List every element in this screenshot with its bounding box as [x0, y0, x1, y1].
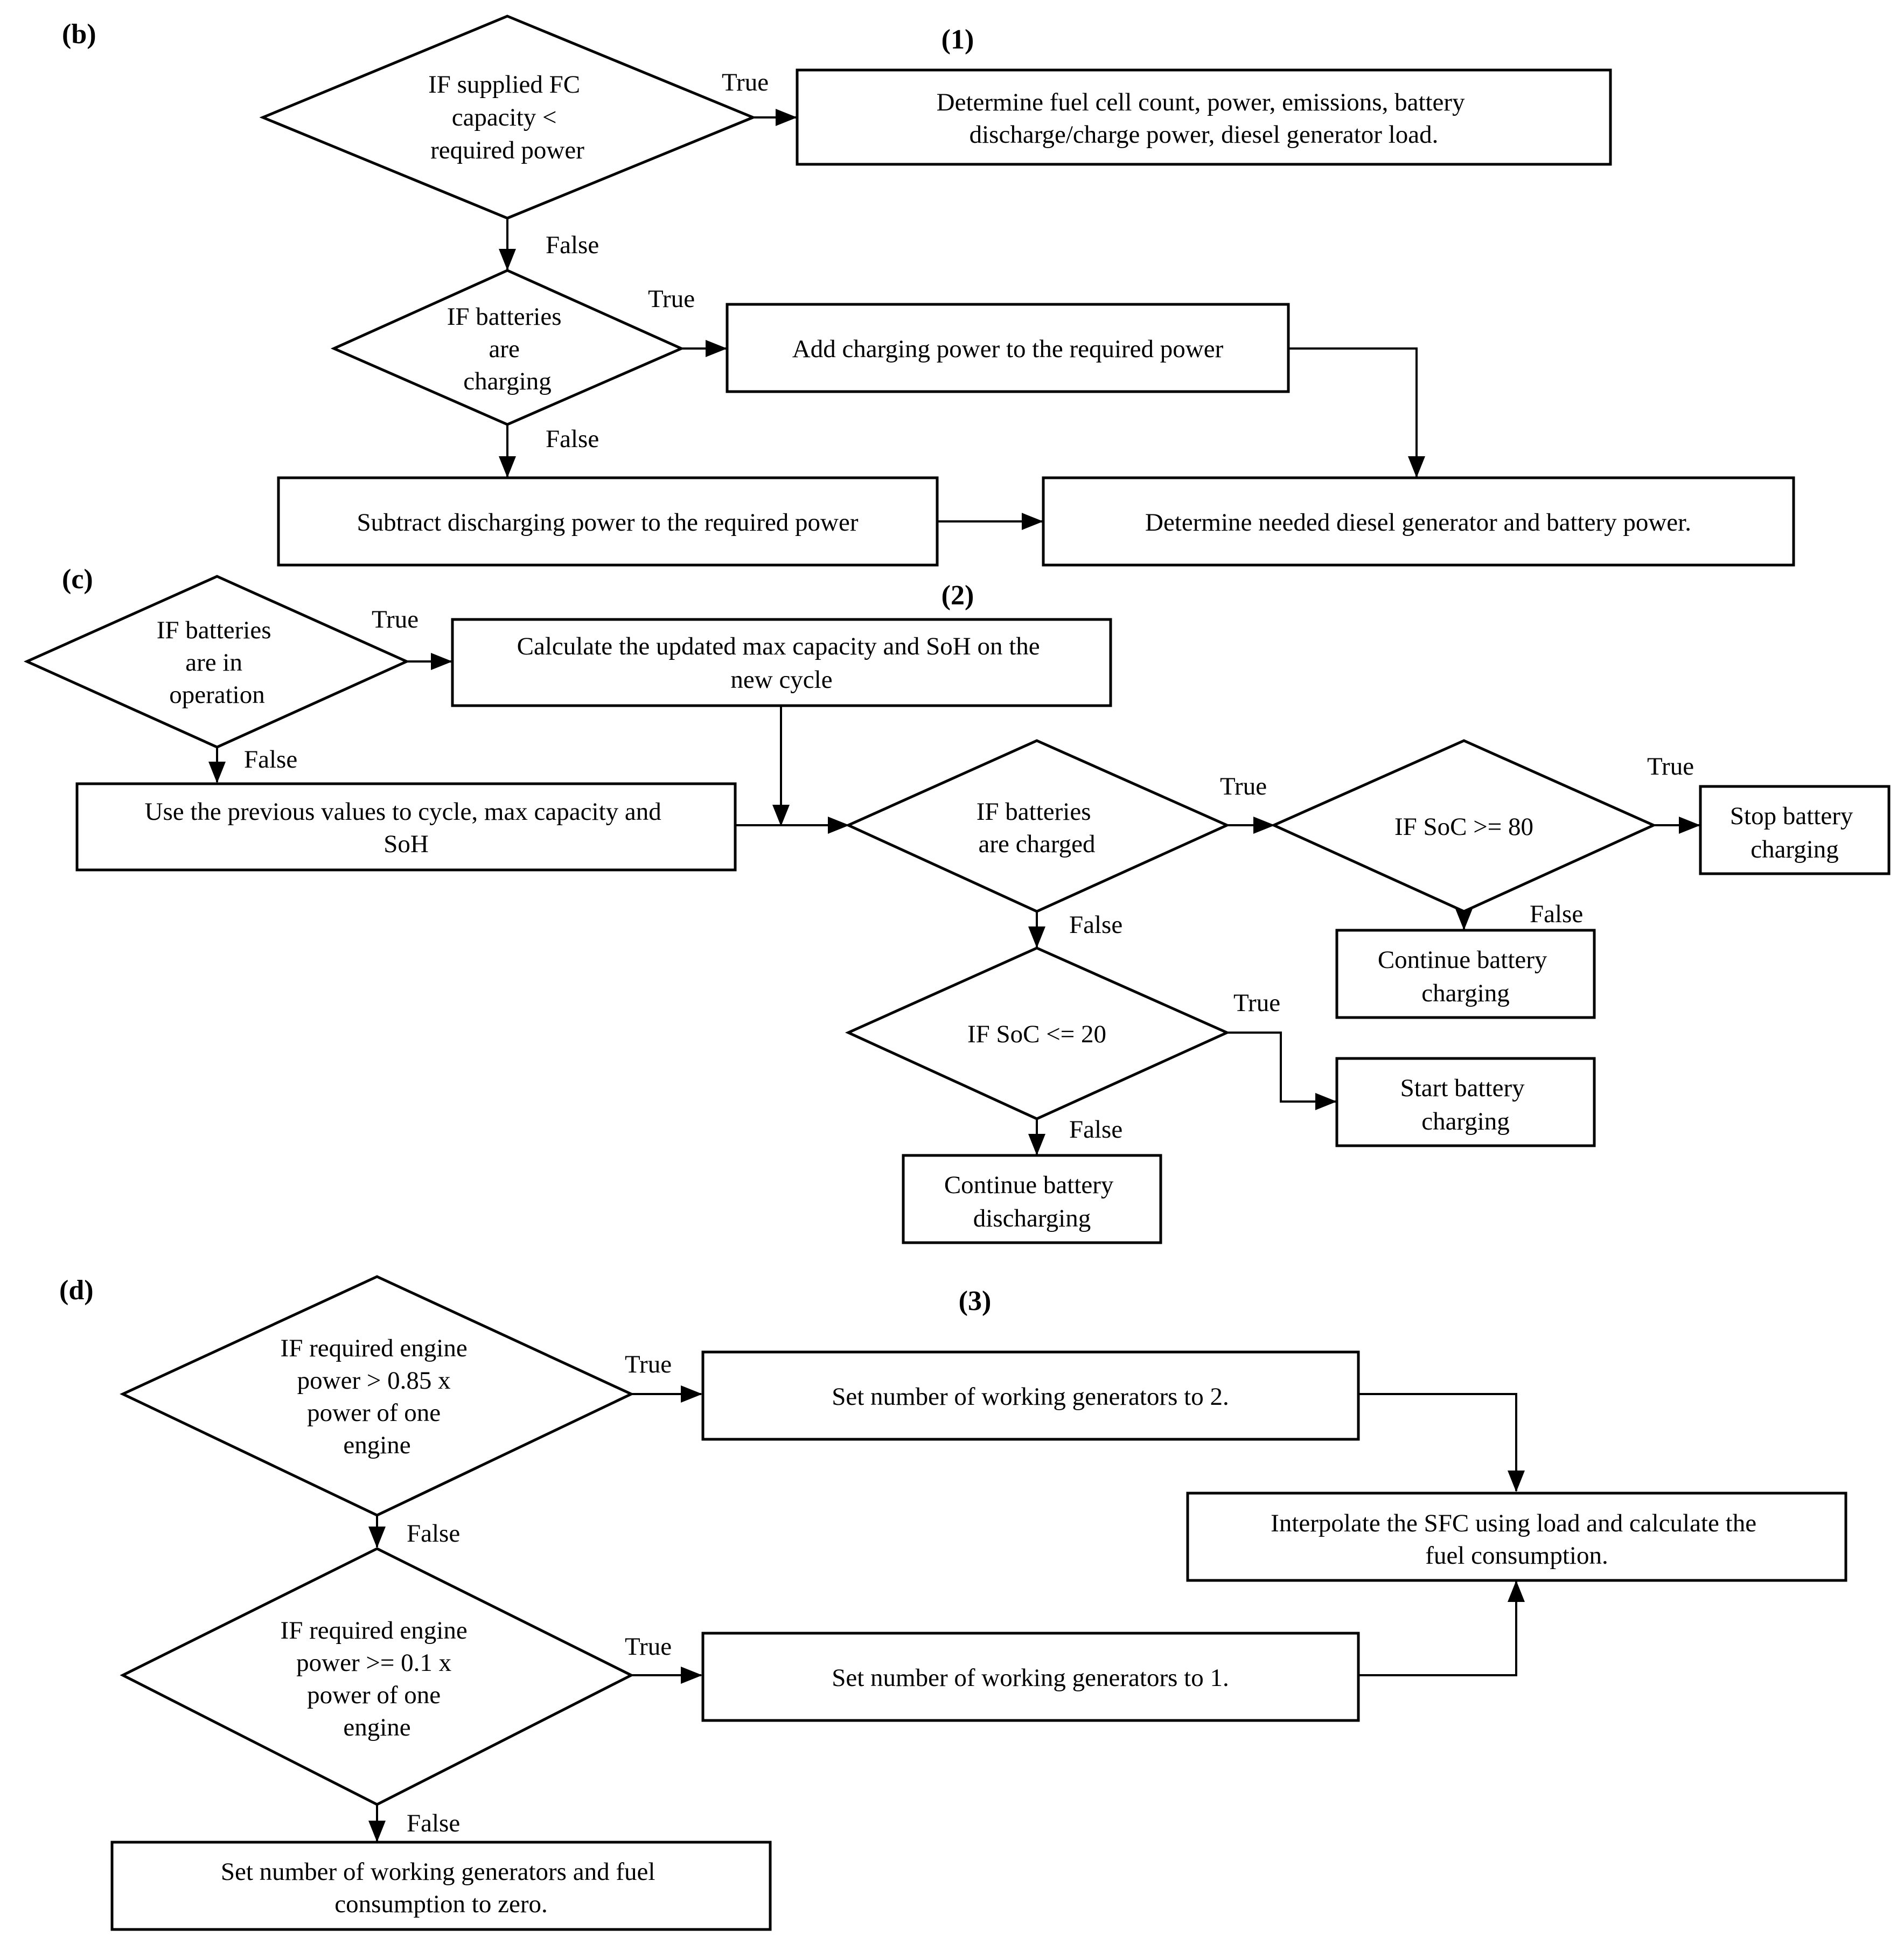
section-number-1: (1): [941, 24, 974, 55]
panel-label-d: (d): [59, 1275, 94, 1306]
box-determine-fuel-cell-count-text: Determine fuel cell count, power, emissi…: [937, 88, 1471, 149]
edge-label-b-charging-false: False: [546, 425, 599, 453]
box-continue-battery-charging-text: Continue battery charging: [1378, 946, 1553, 1007]
box-set-generators-zero-text: Set number of working generators and fue…: [221, 1858, 661, 1918]
decision-batteries-in-operation-text: IF batteries are in operation: [157, 616, 278, 709]
box-determine-fuel-cell-count: [796, 68, 1612, 166]
edge-label-d-01-true: True: [625, 1633, 672, 1661]
decision-batteries-charging: [330, 269, 685, 426]
decision-fc-capacity: [259, 15, 757, 220]
section-number-3: (3): [959, 1286, 992, 1316]
box-continue-battery-charging: [1335, 929, 1596, 1019]
box-set-generators-one: [701, 1632, 1360, 1722]
edge-label-c-soc20-false: False: [1069, 1116, 1122, 1144]
box-determine-diesel-battery-power-text: Determine needed diesel generator and ba…: [1145, 508, 1691, 536]
decision-soc-lte-20-text: IF SoC <= 20: [967, 1020, 1106, 1048]
panel-label-c: (c): [62, 564, 93, 595]
decision-batteries-charging-text: IF batteries are charging: [447, 303, 568, 395]
box-start-battery-charging-text: Start battery charging: [1400, 1074, 1531, 1135]
decision-batteries-charged: [845, 739, 1231, 913]
box-subtract-discharging-power: [277, 476, 939, 567]
box-calculate-updated-capacity: [451, 618, 1112, 707]
decision-power-gt-085: [120, 1275, 634, 1517]
edge-label-c-soc80-false: False: [1530, 900, 1583, 928]
box-stop-battery-charging: [1699, 785, 1891, 875]
edge-label-c-operation-true: True: [372, 605, 419, 633]
decision-soc-gte-80: [1270, 739, 1657, 913]
box-start-battery-charging: [1335, 1057, 1596, 1147]
edge-b-r2-to-r4: [1288, 347, 1425, 478]
box-determine-diesel-battery-power: [1042, 476, 1795, 567]
decision-fc-capacity-text: IF supplied FC capacity < required power: [428, 71, 587, 164]
edge-label-c-operation-false: False: [244, 745, 297, 774]
box-set-generators-two: [701, 1350, 1360, 1441]
section-number-2: (2): [941, 580, 974, 611]
edge-c-d4-to-r5: [1227, 1032, 1337, 1110]
box-subtract-discharging-power-text: Subtract discharging power to the requir…: [357, 508, 858, 536]
box-set-generators-zero: [110, 1841, 772, 1931]
box-use-previous-values: [75, 782, 737, 872]
edge-d-r1-to-r2: [1358, 1393, 1525, 1492]
box-interpolate-sfc-text: Interpolate the SFC using load and calcu…: [1271, 1509, 1763, 1570]
box-interpolate-sfc: [1186, 1492, 1847, 1582]
box-add-charging-power: [726, 303, 1290, 393]
edge-d-r3-to-r2: [1358, 1580, 1525, 1676]
edge-label-b-fc-false: False: [546, 231, 599, 259]
box-stop-battery-charging-text: Stop battery charging: [1730, 802, 1859, 863]
decision-power-gte-01-text: IF required engine power >= 0.1 x power …: [281, 1616, 474, 1741]
panel-label-b: (b): [62, 19, 96, 50]
decision-soc-gte-80-text: IF SoC >= 80: [1394, 813, 1533, 841]
box-continue-battery-discharging-text: Continue battery discharging: [944, 1171, 1120, 1232]
decision-power-gt-085-text: IF required engine power > 0.85 x power …: [281, 1334, 474, 1459]
decision-batteries-in-operation: [23, 575, 410, 749]
decision-soc-lte-20: [845, 946, 1231, 1120]
edge-label-d-085-true: True: [625, 1350, 672, 1378]
edge-label-b-fc-true: True: [722, 68, 769, 96]
edge-label-c-soc20-true: True: [1233, 989, 1280, 1017]
edge-label-c-charged-false: False: [1069, 911, 1122, 939]
decision-batteries-charged-text: IF batteries are charged: [977, 798, 1098, 858]
decision-power-gte-01: [120, 1547, 634, 1806]
box-continue-battery-discharging: [902, 1154, 1162, 1244]
edge-label-c-charged-true: True: [1220, 772, 1267, 800]
box-use-previous-values-text: Use the previous values to cycle, max ca…: [145, 798, 668, 858]
box-calculate-updated-capacity-text: Calculate the updated max capacity and S…: [517, 632, 1047, 694]
box-set-generators-two-text: Set number of working generators to 2.: [832, 1383, 1229, 1411]
edge-label-b-charging-true: True: [648, 285, 695, 313]
edge-label-c-soc80-true: True: [1647, 752, 1694, 781]
edge-label-d-01-false: False: [407, 1809, 460, 1837]
box-set-generators-one-text: Set number of working generators to 1.: [832, 1664, 1229, 1692]
box-add-charging-power-text: Add charging power to the required power: [792, 335, 1224, 363]
edge-label-d-085-false: False: [407, 1520, 460, 1548]
